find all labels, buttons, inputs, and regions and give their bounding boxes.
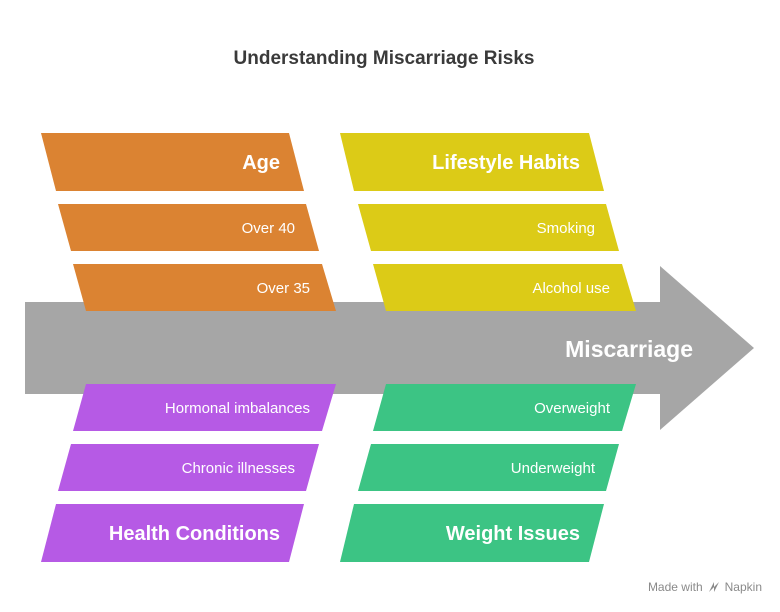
napkin-brand: Napkin <box>724 580 762 594</box>
age-cause-box-2 <box>73 264 336 311</box>
health-cause-box-1 <box>73 384 336 431</box>
lifestyle-cause-box-2 <box>373 264 636 311</box>
lifestyle-header-label: Lifestyle Habits <box>432 152 580 174</box>
age-cause-1: Over 40 <box>242 220 295 237</box>
napkin-watermark: Made with Napkin <box>648 580 762 594</box>
weight-header-label: Weight Issues <box>446 523 580 545</box>
lifestyle-header-box <box>340 133 604 191</box>
made-with-text: Made with <box>647 580 703 594</box>
health-header-label: Health Conditions <box>109 523 280 545</box>
weight-header-box <box>340 504 604 562</box>
age-cause-2: Over 35 <box>257 280 310 297</box>
diagram-title: Understanding Miscarriage Risks <box>233 48 535 69</box>
lifestyle-cause-box-1 <box>358 204 619 251</box>
weight-cause-box-2 <box>358 444 619 491</box>
health-header-box <box>41 504 304 562</box>
age-cause-box-1 <box>58 204 319 251</box>
health-cause-2: Chronic illnesses <box>182 460 295 477</box>
health-cause-1: Hormonal imbalances <box>165 400 310 417</box>
lifestyle-cause-1: Smoking <box>537 220 595 237</box>
weight-cause-1: Overweight <box>534 400 611 417</box>
age-header-box <box>41 133 304 191</box>
weight-cause-box-1 <box>373 384 636 431</box>
napkin-logo-icon <box>708 582 719 592</box>
age-header-label: Age <box>242 152 280 174</box>
weight-cause-2: Underweight <box>511 460 596 477</box>
lifestyle-cause-2: Alcohol use <box>532 280 610 297</box>
effect-label: Miscarriage <box>565 336 693 362</box>
health-cause-box-2 <box>58 444 319 491</box>
